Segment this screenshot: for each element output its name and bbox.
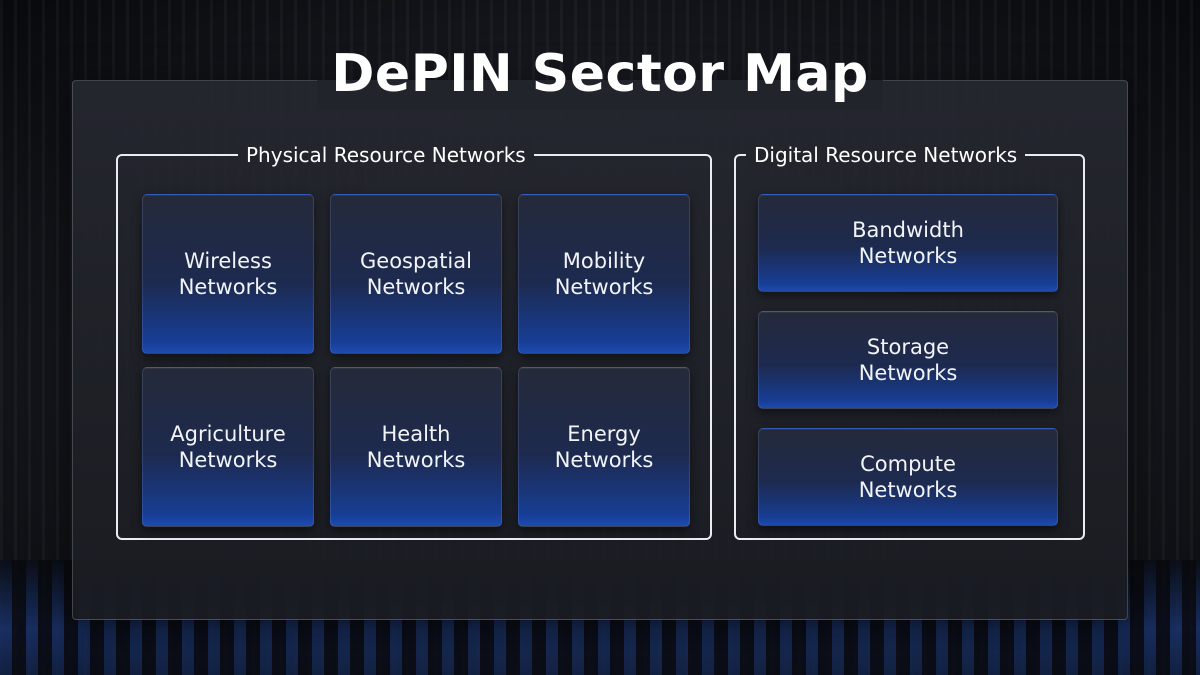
tile-energy-networks: Energy Networks (518, 367, 690, 527)
tile-label: Bandwidth Networks (852, 218, 964, 268)
tile-compute-networks: Compute Networks (758, 428, 1058, 526)
sector-map-panel: Physical Resource Networks Wireless Netw… (72, 80, 1128, 620)
tile-label: Health Networks (366, 422, 466, 472)
tile-agriculture-networks: Agriculture Networks (142, 367, 314, 527)
tile-label: Wireless Networks (178, 249, 278, 299)
tile-storage-networks: Storage Networks (758, 311, 1058, 409)
physical-resource-networks-group: Physical Resource Networks Wireless Netw… (116, 143, 712, 540)
digital-group-label: Digital Resource Networks (746, 143, 1026, 167)
tile-health-networks: Health Networks (330, 367, 502, 527)
digital-resource-networks-group: Digital Resource Networks Bandwidth Netw… (734, 143, 1085, 540)
tile-label: Geospatial Networks (360, 249, 472, 299)
tile-mobility-networks: Mobility Networks (518, 194, 690, 354)
physical-group-label: Physical Resource Networks (238, 143, 534, 167)
tile-label: Storage Networks (858, 335, 958, 385)
tile-bandwidth-networks: Bandwidth Networks (758, 194, 1058, 292)
tile-label: Mobility Networks (554, 249, 654, 299)
tile-wireless-networks: Wireless Networks (142, 194, 314, 354)
tile-geospatial-networks: Geospatial Networks (330, 194, 502, 354)
tile-label: Compute Networks (858, 452, 958, 502)
tile-label: Agriculture Networks (170, 422, 286, 472)
tile-label: Energy Networks (554, 422, 654, 472)
